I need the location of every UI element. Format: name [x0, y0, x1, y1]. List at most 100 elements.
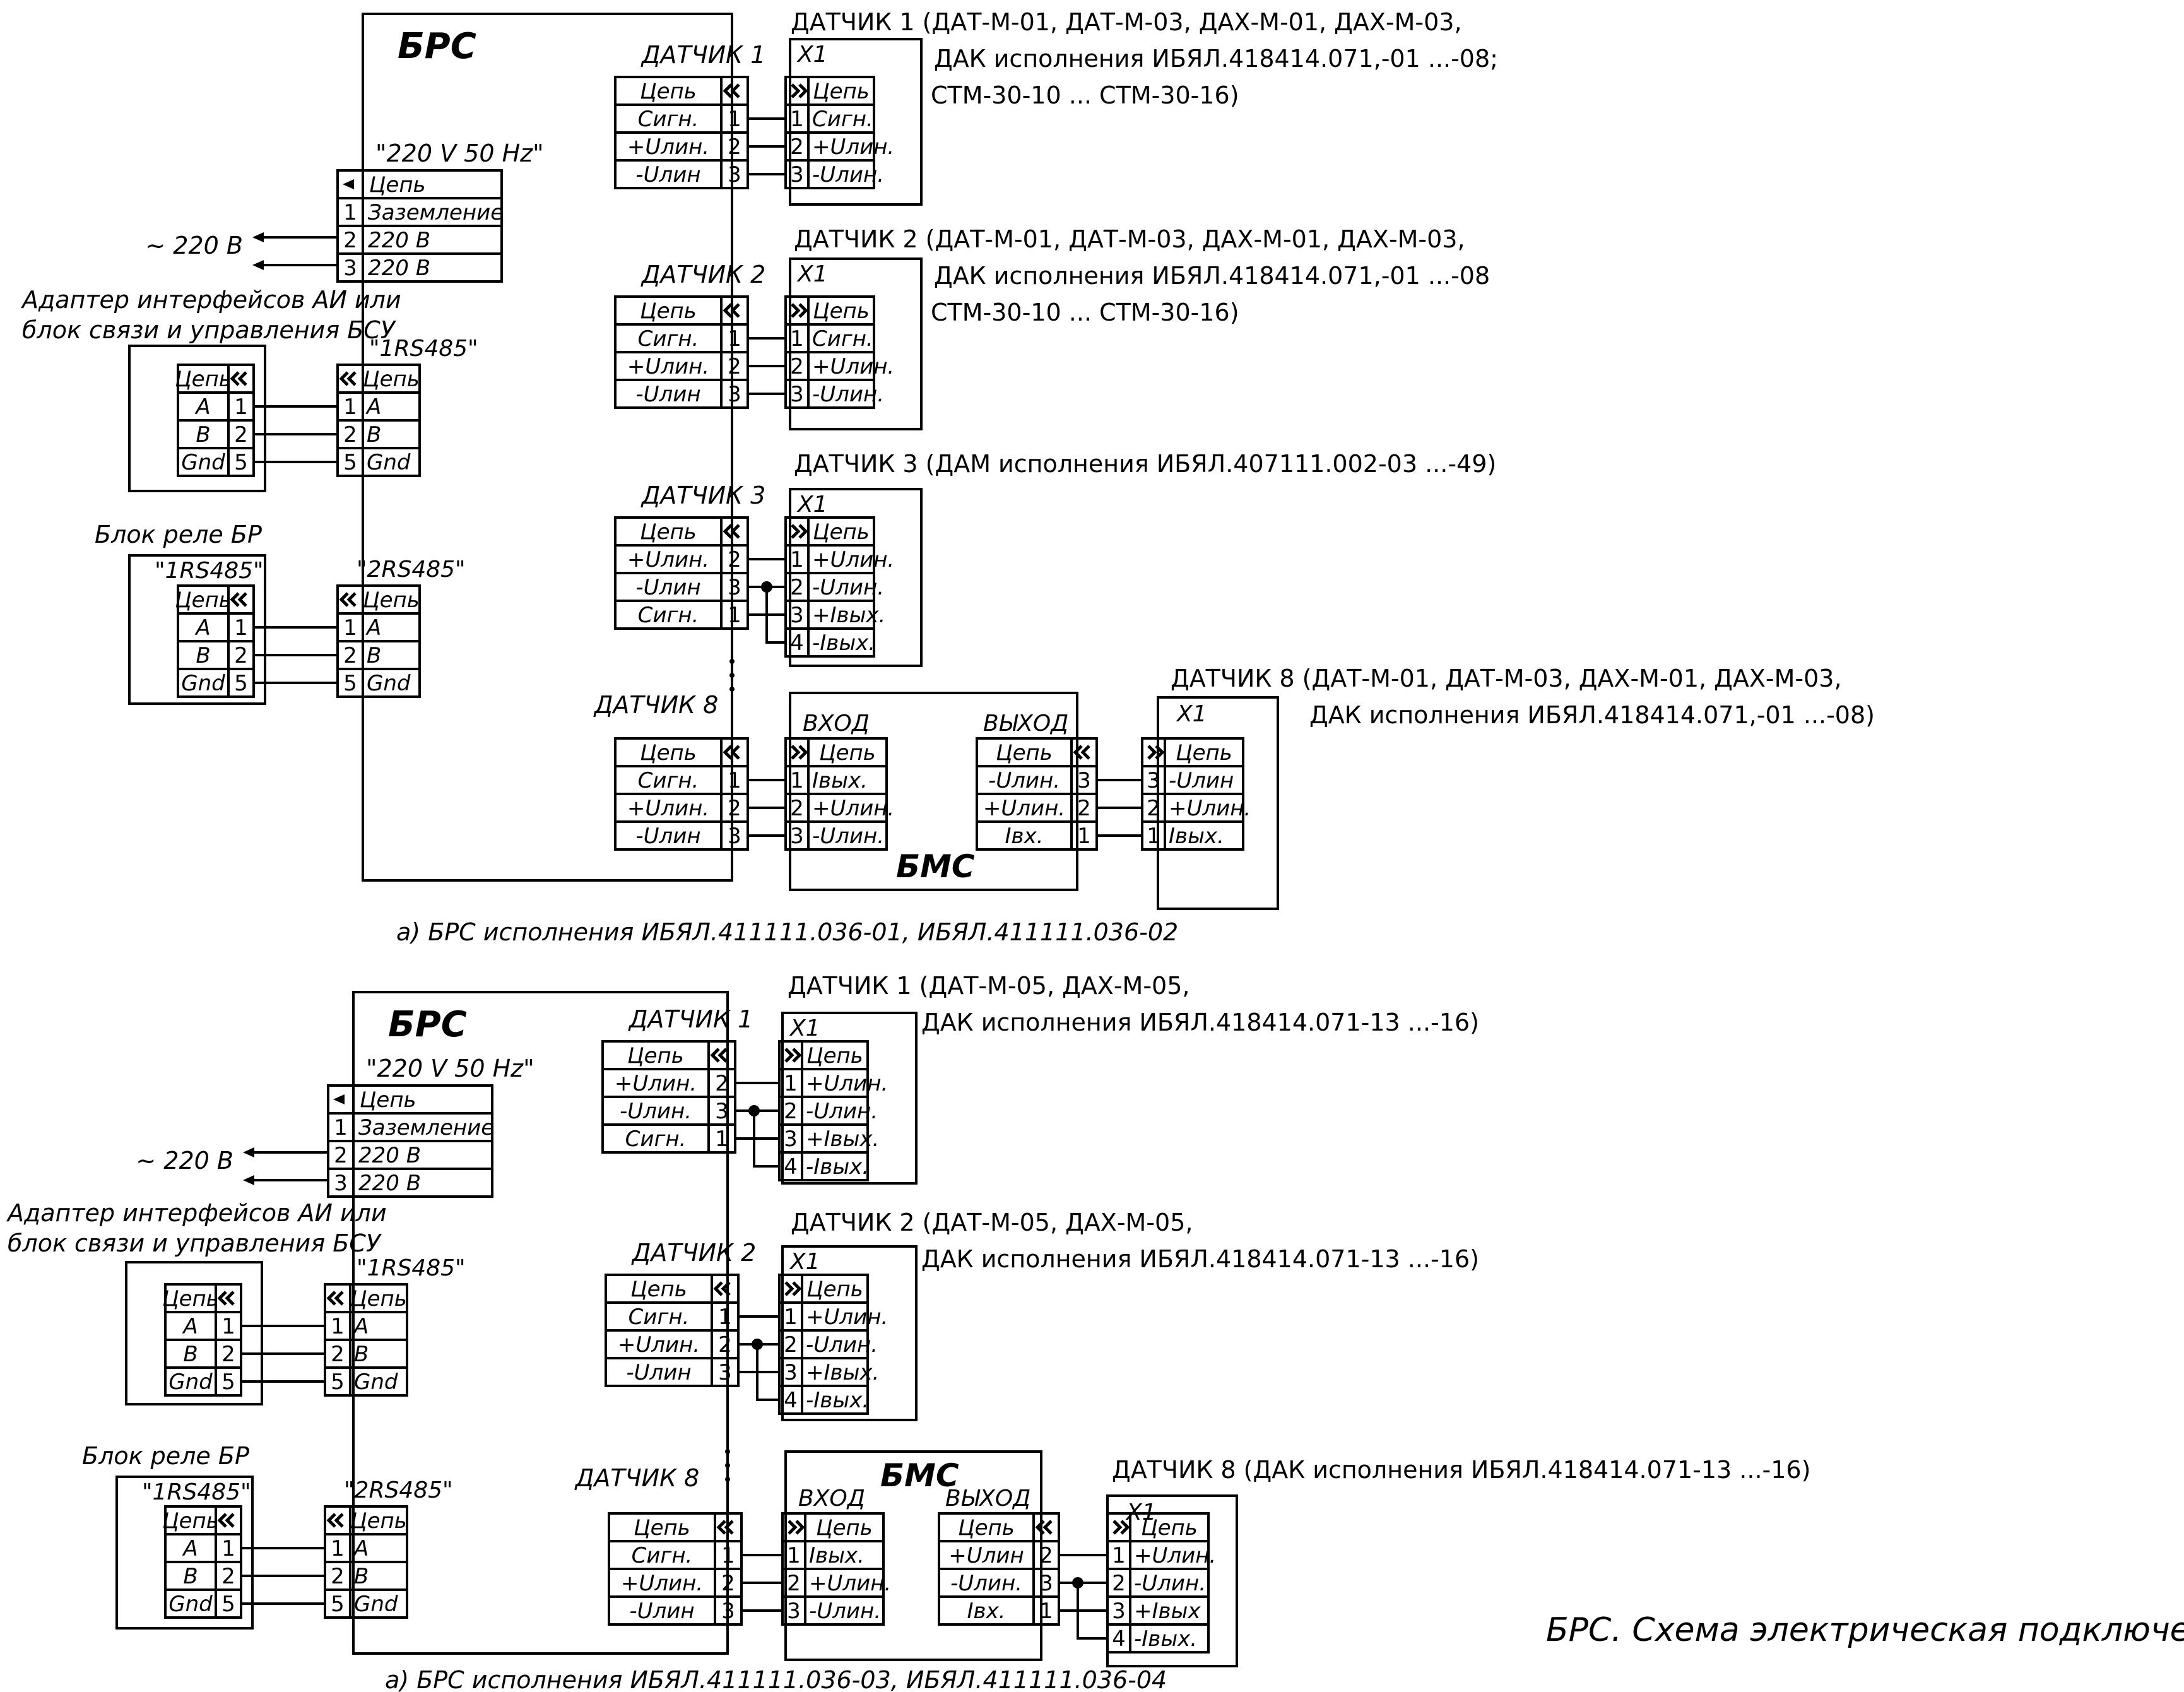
brs-2rs485-connector-row-pin: 1: [343, 615, 357, 641]
brs-1rs485-connector-row-name: B: [354, 1342, 369, 1367]
sensor-x1-connector-plug-icon: [784, 1281, 802, 1296]
sensor-connector-row-pin: 2: [728, 547, 741, 572]
bms-input-connector-plug-icon: [788, 1520, 805, 1535]
power-pin-name: 220 В: [368, 256, 430, 281]
sensor8-connector-header-label: Цепь: [634, 1515, 690, 1541]
adapter-title-line1: Адаптер интерфейсов АИ или: [6, 1199, 387, 1227]
bms-input-connector-plug-icon: [791, 745, 808, 760]
power-feed-arrow-icon: [252, 260, 264, 270]
bms-input-label: ВХОД: [798, 1486, 865, 1512]
bms-output-label: ВЫХОД: [945, 1486, 1030, 1512]
sensor-x1-connector-row-name: -Iвых.: [806, 1388, 869, 1413]
brs-1rs485-connector-row-pin: 2: [331, 1342, 345, 1367]
sensor-x1-connector-row-name: +Iвых.: [806, 1360, 879, 1385]
sensor-label: ДАТЧИК 1: [640, 41, 766, 69]
sensor8-connector-row-pin: 3: [721, 1599, 735, 1624]
sensor-x1-connector-header-label: Цепь: [813, 79, 870, 104]
relay-1rs485-label: "1RS485": [155, 558, 264, 584]
power-connector-label: "220 V 50 Hz": [375, 139, 544, 167]
adapter-title-line1: Адаптер интерфейсов АИ или: [20, 286, 401, 314]
bms-output-connector-row-name: Iвх.: [1005, 824, 1044, 849]
brs-2rs485-label: "2RS485": [344, 1477, 453, 1503]
sensor-connector-row-pin: 1: [718, 1304, 732, 1330]
bms-input-connector-row-pin: 1: [790, 768, 804, 793]
bms-output-connector-row-name: -Uлин.: [988, 768, 1060, 793]
sensor8-description: ДАТЧИК 8 (ДАК исполнения ИБЯЛ.418414.071…: [1112, 1456, 1810, 1484]
sensor8-connector-plug-icon: [723, 745, 740, 760]
ellipsis-dot: [729, 659, 735, 664]
sensor-label: ДАТЧИК 2: [631, 1239, 757, 1267]
sensor-description: ДАТЧИК 1 (ДАТ-М-05, ДАХ-М-05,: [788, 972, 1189, 1000]
sensor-connector-row-pin: 1: [728, 603, 741, 628]
sensor-x1-connector-row-name: -Uлин.: [812, 575, 884, 600]
brs-1rs485-connector-row-name: A: [353, 1314, 369, 1339]
sensor8-connector-row-name: +Uлин.: [627, 796, 709, 821]
adapter-connector-row-name: Gnd: [168, 1370, 213, 1395]
sensor-x1-box: [789, 38, 923, 206]
sensor8-x1-connector-row-name: +Iвых: [1134, 1599, 1201, 1624]
sensor8-x1-connector-row-pin: 3: [1112, 1599, 1126, 1624]
ellipsis-dot: [729, 687, 735, 692]
sensor8-connector-row-pin: 1: [728, 768, 741, 793]
brs-2rs485-connector-row-pin: 5: [343, 671, 357, 696]
relay-connector-plug-icon: [230, 592, 247, 607]
sensor-x1-connector-row-pin: 1: [790, 547, 804, 572]
power-pin: 1: [343, 200, 357, 225]
relay-connector-row-name: A: [194, 615, 210, 641]
brs-2rs485-connector-row-pin: 5: [331, 1592, 345, 1617]
sensor-connector-header-label: Цепь: [640, 79, 697, 104]
sensor-connector-row-name: Сигн.: [625, 1127, 687, 1152]
relay-connector-row-pin: 1: [221, 1536, 235, 1561]
bms-input-connector-row-name: +Uлин.: [809, 1571, 891, 1596]
bms-output-connector-row-name: -Uлин.: [950, 1571, 1022, 1596]
bms-output-connector-row-pin: 2: [1039, 1543, 1053, 1568]
relay-connector-plug-icon: [217, 1513, 235, 1528]
sensor-x1-connector-row-pin: 1: [790, 326, 804, 352]
brs-2rs485-label: "2RS485": [357, 557, 466, 583]
brs-1rs485-connector-plug-icon: [339, 371, 357, 386]
bms-box: [784, 1450, 1042, 1661]
adapter-connector-row-name: A: [194, 394, 210, 420]
sensor-x1-connector-row-pin: 4: [784, 1388, 798, 1413]
brs-1rs485-connector-row-name: A: [365, 394, 381, 420]
power-220v-label: ~ 220 В: [145, 232, 243, 259]
power-pin: 2: [334, 1143, 348, 1168]
sensor-connector-row-name: -Uлин: [635, 382, 700, 407]
sensor-x1-connector-row-pin: 2: [790, 575, 804, 600]
brs-1rs485-connector-row-pin: 2: [343, 422, 357, 447]
relay-connector-row-pin: 2: [234, 643, 248, 668]
sensor-description: ДАТЧИК 2 (ДАТ-М-01, ДАТ-М-03, ДАХ-М-01, …: [794, 225, 1465, 253]
sensor-x1-connector-row-name: +Iвых.: [806, 1127, 879, 1152]
bms-output-connector-row-name: +Uлин.: [983, 796, 1065, 821]
sensor8-x1-connector-row-name: Iвых.: [1169, 824, 1224, 849]
sensor-connector-row-pin: 3: [728, 382, 741, 407]
brs-1rs485-connector-header-label: Цепь: [363, 367, 420, 392]
power-pin: 3: [334, 1171, 348, 1196]
sensor8-connector-row-name: +Uлин.: [621, 1571, 703, 1596]
adapter-connector-row-pin: 2: [221, 1342, 235, 1367]
ellipsis-dot: [725, 1477, 730, 1482]
sensor-connector-header-label: Цепь: [640, 519, 697, 545]
sensor-x1-connector-row-pin: 2: [784, 1332, 798, 1358]
relay-connector-row-name: A: [182, 1536, 198, 1561]
sensor-connector-row-name: +Uлин.: [615, 1071, 697, 1096]
brs-2rs485-connector-row-pin: 2: [331, 1564, 345, 1589]
sensor8-x1-connector-row-name: -Uлин: [1169, 768, 1234, 793]
relay-1rs485-label: "1RS485": [142, 1479, 251, 1505]
sensor-x1-connector-row-name: Сигн.: [812, 326, 873, 352]
sensor8-x1-connector-header-label: Цепь: [1176, 740, 1232, 766]
power-pin: 2: [343, 228, 357, 253]
ellipsis-dot: [725, 1449, 730, 1454]
sensor8-description: ДАК исполнения ИБЯЛ.418414.071,-01 ...-0…: [1309, 701, 1875, 729]
sensor-connector-row-name: +Uлин.: [627, 354, 709, 379]
sensor-x1-connector-row-name: +Uлин.: [812, 134, 894, 160]
sensor-connector-row-pin: 3: [718, 1360, 732, 1385]
sensor-x1-connector-row-name: -Iвых.: [812, 630, 875, 656]
sensor8-connector-row-pin: 2: [728, 796, 741, 821]
brs-1rs485-connector-plug-icon: [326, 1291, 344, 1306]
power-feed-arrow-icon: [243, 1175, 254, 1185]
sensor-connector-row-pin: 1: [728, 326, 741, 352]
bms-output-connector-row-pin: 2: [1077, 796, 1091, 821]
sensor8-label: ДАТЧИК 8: [593, 691, 719, 719]
sensor-x1-connector-row-pin: 4: [784, 1154, 798, 1180]
